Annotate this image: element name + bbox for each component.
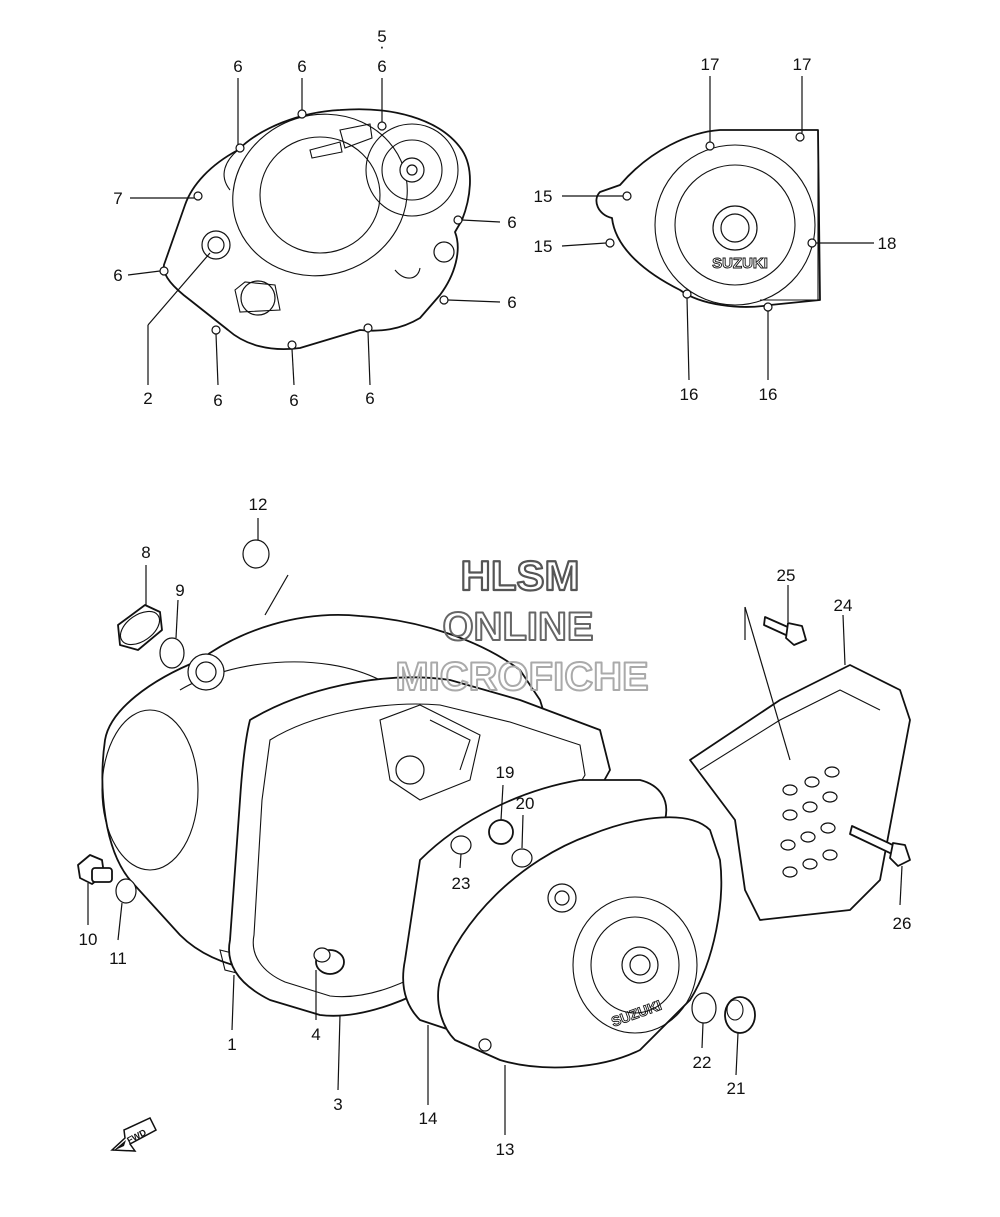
leader-lines	[87, 76, 903, 1135]
part-number: 12	[249, 495, 268, 514]
watermark-line2: ONLINE	[442, 605, 593, 649]
part-number: 22	[693, 1053, 712, 1072]
part-number: 6	[233, 57, 242, 76]
o-ring-22	[691, 992, 717, 1024]
part-number: 6	[297, 57, 306, 76]
part-number: 9	[175, 581, 184, 600]
watermark-line3: MICROFICHE	[395, 655, 648, 699]
dowel-pin-4	[313, 947, 345, 975]
drain-bolt-10	[77, 854, 113, 885]
o-ring-9	[159, 637, 185, 669]
part-number: 15	[534, 187, 553, 206]
watermark-line1: HLSM	[461, 552, 580, 599]
part-number: 11	[109, 949, 127, 968]
clutch-outer-cover	[159, 108, 471, 350]
part-number: 20	[516, 794, 535, 813]
part-number: 6	[507, 293, 516, 312]
part-number: 25	[777, 566, 796, 585]
part-number: 6	[213, 391, 222, 410]
part-number: 16	[680, 385, 699, 404]
part-number: 4	[311, 1025, 320, 1044]
part-number: 6	[377, 57, 386, 76]
part-number: 10	[79, 930, 98, 949]
magneto-outer-cover: SUZUKI	[595, 129, 821, 312]
forward-arrow-icon: FWD	[110, 1117, 157, 1152]
part-number: 7	[113, 189, 122, 208]
bolt-26	[849, 825, 911, 867]
part-number: 5	[377, 27, 386, 46]
part-number: 17	[793, 55, 812, 74]
plug-19	[488, 819, 514, 845]
gasket-11	[115, 878, 137, 904]
part-number: 14	[419, 1109, 438, 1128]
crankcase-assembly: SUZUKI	[77, 539, 911, 1069]
oil-filler-cap	[117, 604, 163, 651]
part-number: 15	[534, 237, 553, 256]
part-number: 19	[496, 763, 515, 782]
oil-seal-12	[242, 539, 270, 569]
part-number: 21	[727, 1079, 746, 1098]
part-number: 17	[701, 55, 720, 74]
bolt-25	[763, 616, 807, 646]
part-number: 3	[333, 1095, 342, 1114]
part-number: 18	[878, 234, 897, 253]
part-number-labels: 5 · 6 6 6 7 6 6 6 2 6 6 6 17 17 15 15 18…	[79, 27, 912, 1159]
plug-21	[724, 996, 756, 1034]
part-number: 8	[141, 543, 150, 562]
part-number: 6	[365, 389, 374, 408]
part-number: ·	[379, 37, 385, 56]
part-number: 13	[496, 1140, 515, 1159]
part-number: 2	[143, 389, 152, 408]
part-number: 23	[452, 874, 471, 893]
watermark: HLSM ONLINE MICROFICHE	[394, 551, 649, 700]
part-number: 6	[113, 266, 122, 285]
part-number: 1	[227, 1035, 236, 1054]
suzuki-logo-top: SUZUKI	[712, 255, 768, 272]
part-number: 26	[893, 914, 912, 933]
o-ring-20	[511, 848, 533, 868]
part-number: 24	[834, 596, 853, 615]
part-number: 6	[289, 391, 298, 410]
part-number: 16	[759, 385, 778, 404]
part-number: 6	[507, 213, 516, 232]
dowel-23	[450, 835, 472, 855]
